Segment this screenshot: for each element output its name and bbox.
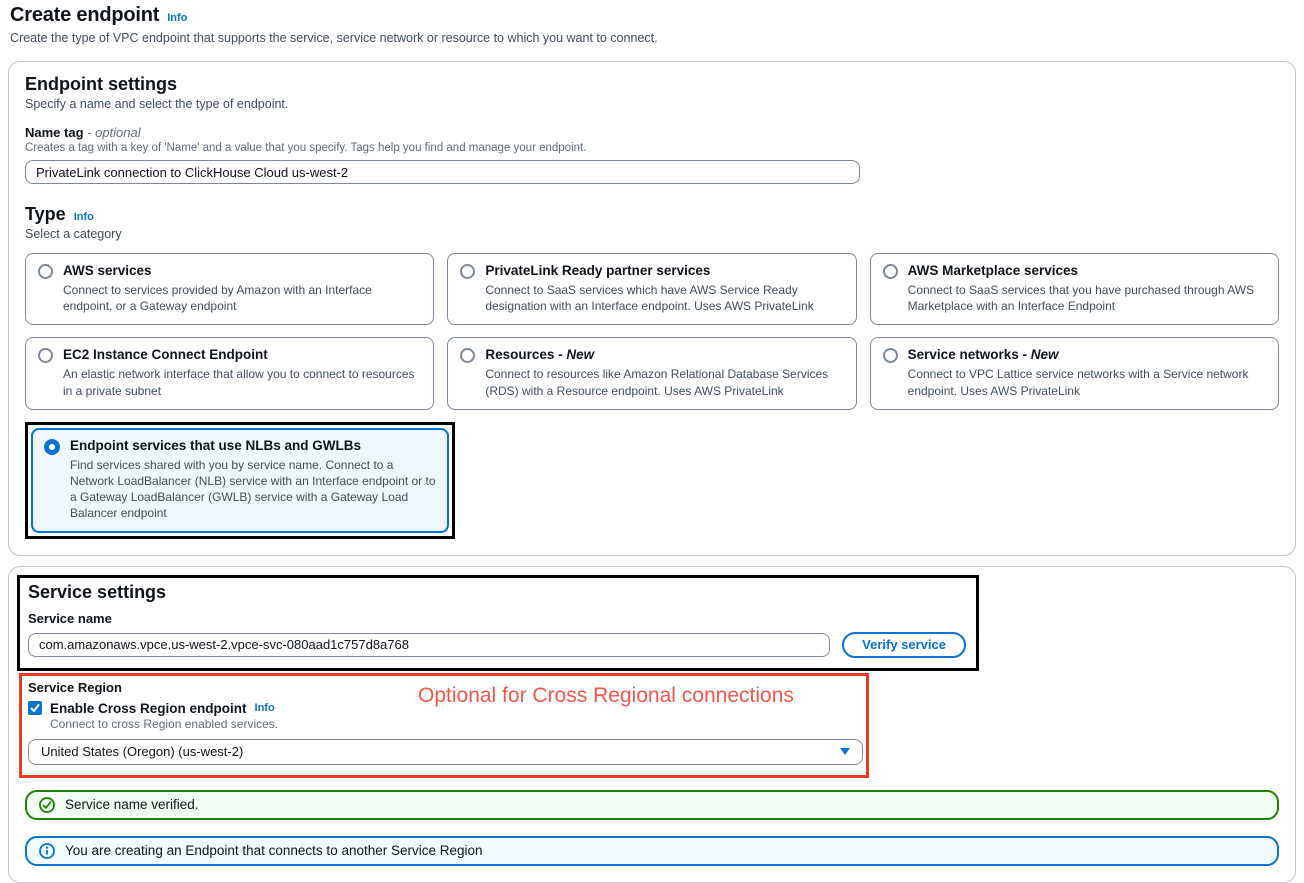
service-verified-alert: Service name verified.	[25, 789, 1279, 820]
page-subtitle: Create the type of VPC endpoint that sup…	[10, 31, 658, 45]
radio-icon[interactable]	[38, 348, 53, 364]
annotation-note: Optional for Cross Regional connections	[418, 683, 794, 707]
endpoint-settings-heading: Endpoint settings	[25, 74, 177, 94]
service-region-label: Service Region	[28, 679, 122, 695]
service-name-label: Service name	[28, 610, 112, 626]
type-options-grid: AWS services Connect to services provide…	[25, 253, 1279, 410]
radio-icon[interactable]	[460, 264, 476, 279]
service-verified-text: Service name verified.	[65, 797, 199, 812]
check-icon	[30, 704, 40, 712]
annotation-box-selected-type: Endpoint services that use NLBs and GWLB…	[25, 421, 455, 539]
annotation-box-service-name: Service settings Service name Verify ser…	[17, 574, 979, 671]
info-circle-icon	[39, 842, 55, 859]
name-tag-help: Creates a tag with a key of 'Name' and a…	[25, 142, 587, 154]
service-region-selected-value: United States (Oregon) (us-west-2)	[41, 744, 244, 759]
endpoint-settings-description: Specify a name and select the type of en…	[25, 97, 289, 111]
service-settings-heading: Service settings	[28, 581, 167, 602]
radio-icon[interactable]	[460, 348, 476, 364]
cross-region-checkbox-label[interactable]: Enable Cross Region endpoint	[50, 700, 247, 716]
name-tag-optional: - optional	[87, 125, 141, 140]
name-tag-input[interactable]	[25, 160, 860, 184]
cross-region-info-alert: You are creating an Endpoint that connec…	[25, 835, 1279, 866]
type-option-resources[interactable]: Resources - New Connect to resources lik…	[447, 337, 857, 410]
service-name-input[interactable]	[28, 632, 831, 657]
radio-icon[interactable]	[38, 264, 53, 279]
radio-icon[interactable]	[882, 348, 898, 364]
type-option-privatelink-partner-services[interactable]: PrivateLink Ready partner services Conne…	[447, 253, 857, 326]
cross-region-checkbox[interactable]	[28, 701, 42, 715]
cross-region-help: Connect to cross Region enabled services…	[50, 716, 279, 731]
type-option-aws-services[interactable]: AWS services Connect to services provide…	[25, 253, 435, 326]
type-option-aws-marketplace-services[interactable]: AWS Marketplace services Connect to SaaS…	[869, 253, 1279, 326]
page-title: Create endpoint	[10, 4, 160, 26]
service-settings-card: Service settings Service name Verify ser…	[8, 565, 1296, 883]
type-description: Select a category	[25, 227, 122, 241]
type-option-ec2-instance-connect[interactable]: EC2 Instance Connect Endpoint An elastic…	[25, 337, 435, 410]
name-tag-label: Name tag - optional	[25, 125, 141, 140]
success-check-icon	[39, 796, 55, 813]
endpoint-settings-card: Endpoint settings Specify a name and sel…	[8, 61, 1296, 556]
type-option-service-networks[interactable]: Service networks - New Connect to VPC La…	[869, 337, 1279, 410]
page-header: Create endpoint Info Create the type of …	[8, 2, 1296, 51]
type-heading: Type	[25, 204, 66, 224]
new-badge: - New	[1018, 347, 1059, 363]
radio-icon[interactable]	[882, 264, 898, 279]
radio-selected-icon[interactable]	[44, 438, 60, 455]
annotation-box-service-region: Service Region Enable Cross Region endpo…	[19, 672, 869, 778]
page-info-link[interactable]: Info	[167, 12, 188, 24]
type-option-endpoint-services-nlb-gwlb[interactable]: Endpoint services that use NLBs and GWLB…	[31, 427, 449, 533]
chevron-down-icon	[840, 748, 850, 755]
cross-region-info-text: You are creating an Endpoint that connec…	[65, 843, 483, 858]
new-badge: - New	[554, 347, 595, 363]
verify-service-button[interactable]: Verify service	[842, 631, 966, 658]
service-region-select[interactable]: United States (Oregon) (us-west-2)	[28, 738, 863, 765]
type-info-link[interactable]: Info	[73, 211, 94, 223]
cross-region-info-link[interactable]: Info	[254, 702, 275, 714]
